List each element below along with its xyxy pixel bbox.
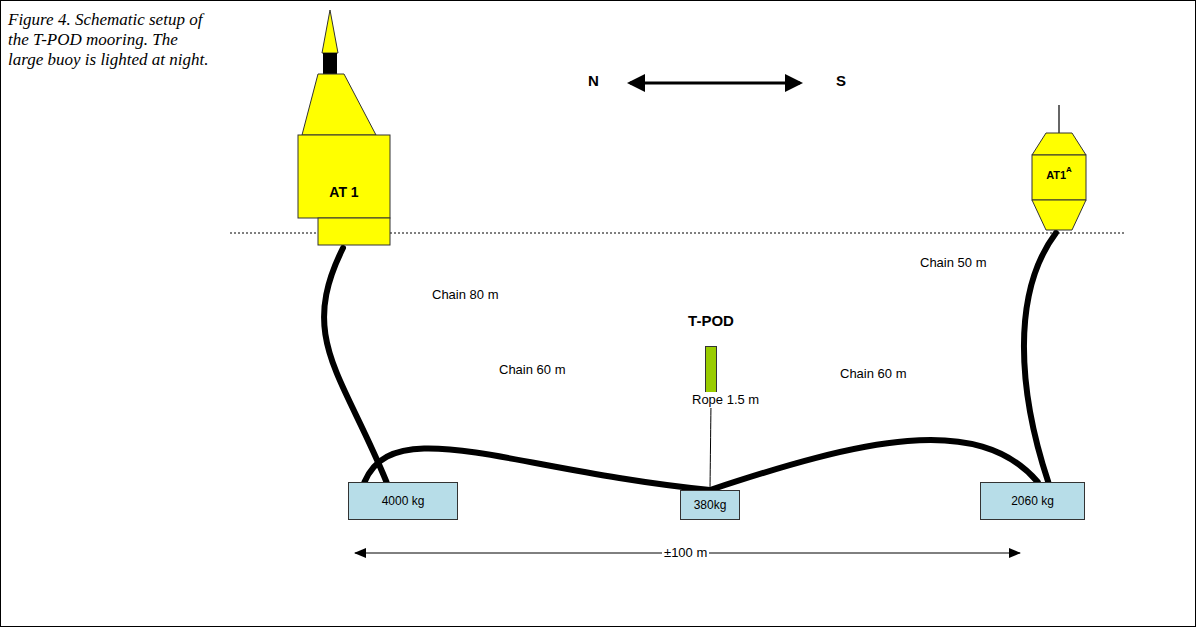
compass-letter: N — [586, 72, 601, 90]
buoy-antenna — [1058, 105, 1060, 133]
north-south-arrow — [630, 82, 800, 85]
compass-letter: S — [834, 72, 848, 90]
buoy-body — [298, 135, 390, 218]
chain-label: Chain 60 m — [497, 362, 567, 378]
figure-caption: Figure 4. Schematic setup of the T-POD m… — [8, 10, 216, 70]
light-mount — [323, 53, 337, 75]
buoy-top — [1032, 133, 1086, 155]
anchor-weight: 380kg — [680, 490, 740, 520]
chain-label: Chain 60 m — [838, 366, 908, 382]
buoy-bottom — [1032, 200, 1086, 230]
main-buoy: AT 1 — [288, 8, 398, 248]
weight-label: 2060 kg — [1011, 494, 1054, 508]
t-pod-logger: T-POD — [676, 312, 746, 402]
anchor-weight: 2060 kg — [980, 482, 1085, 520]
device-label: T-POD — [688, 312, 734, 329]
buoy-body — [1032, 155, 1086, 200]
buoy-base — [318, 218, 390, 245]
distance-label: ±100 m — [662, 545, 709, 561]
weight-label: 380kg — [694, 498, 727, 512]
buoy-label: AT1 — [1046, 169, 1066, 181]
mooring-rope — [710, 402, 711, 490]
buoy-cone — [302, 74, 376, 135]
buoy-label: AT 1 — [329, 184, 358, 200]
light-spire — [322, 10, 338, 53]
mooring-chain — [1024, 233, 1056, 482]
anchor-weight: 4000 kg — [348, 482, 458, 520]
chain-label: Chain 50 m — [918, 255, 988, 271]
buoy-superscript: A — [1066, 165, 1072, 174]
mooring-chain — [324, 248, 386, 482]
chain-label: Rope 1.5 m — [690, 392, 761, 408]
chain-label: Chain 80 m — [430, 287, 500, 303]
buoy-outline — [288, 8, 398, 248]
marker-buoy: AT1A — [1028, 105, 1090, 233]
weight-label: 4000 kg — [382, 494, 425, 508]
